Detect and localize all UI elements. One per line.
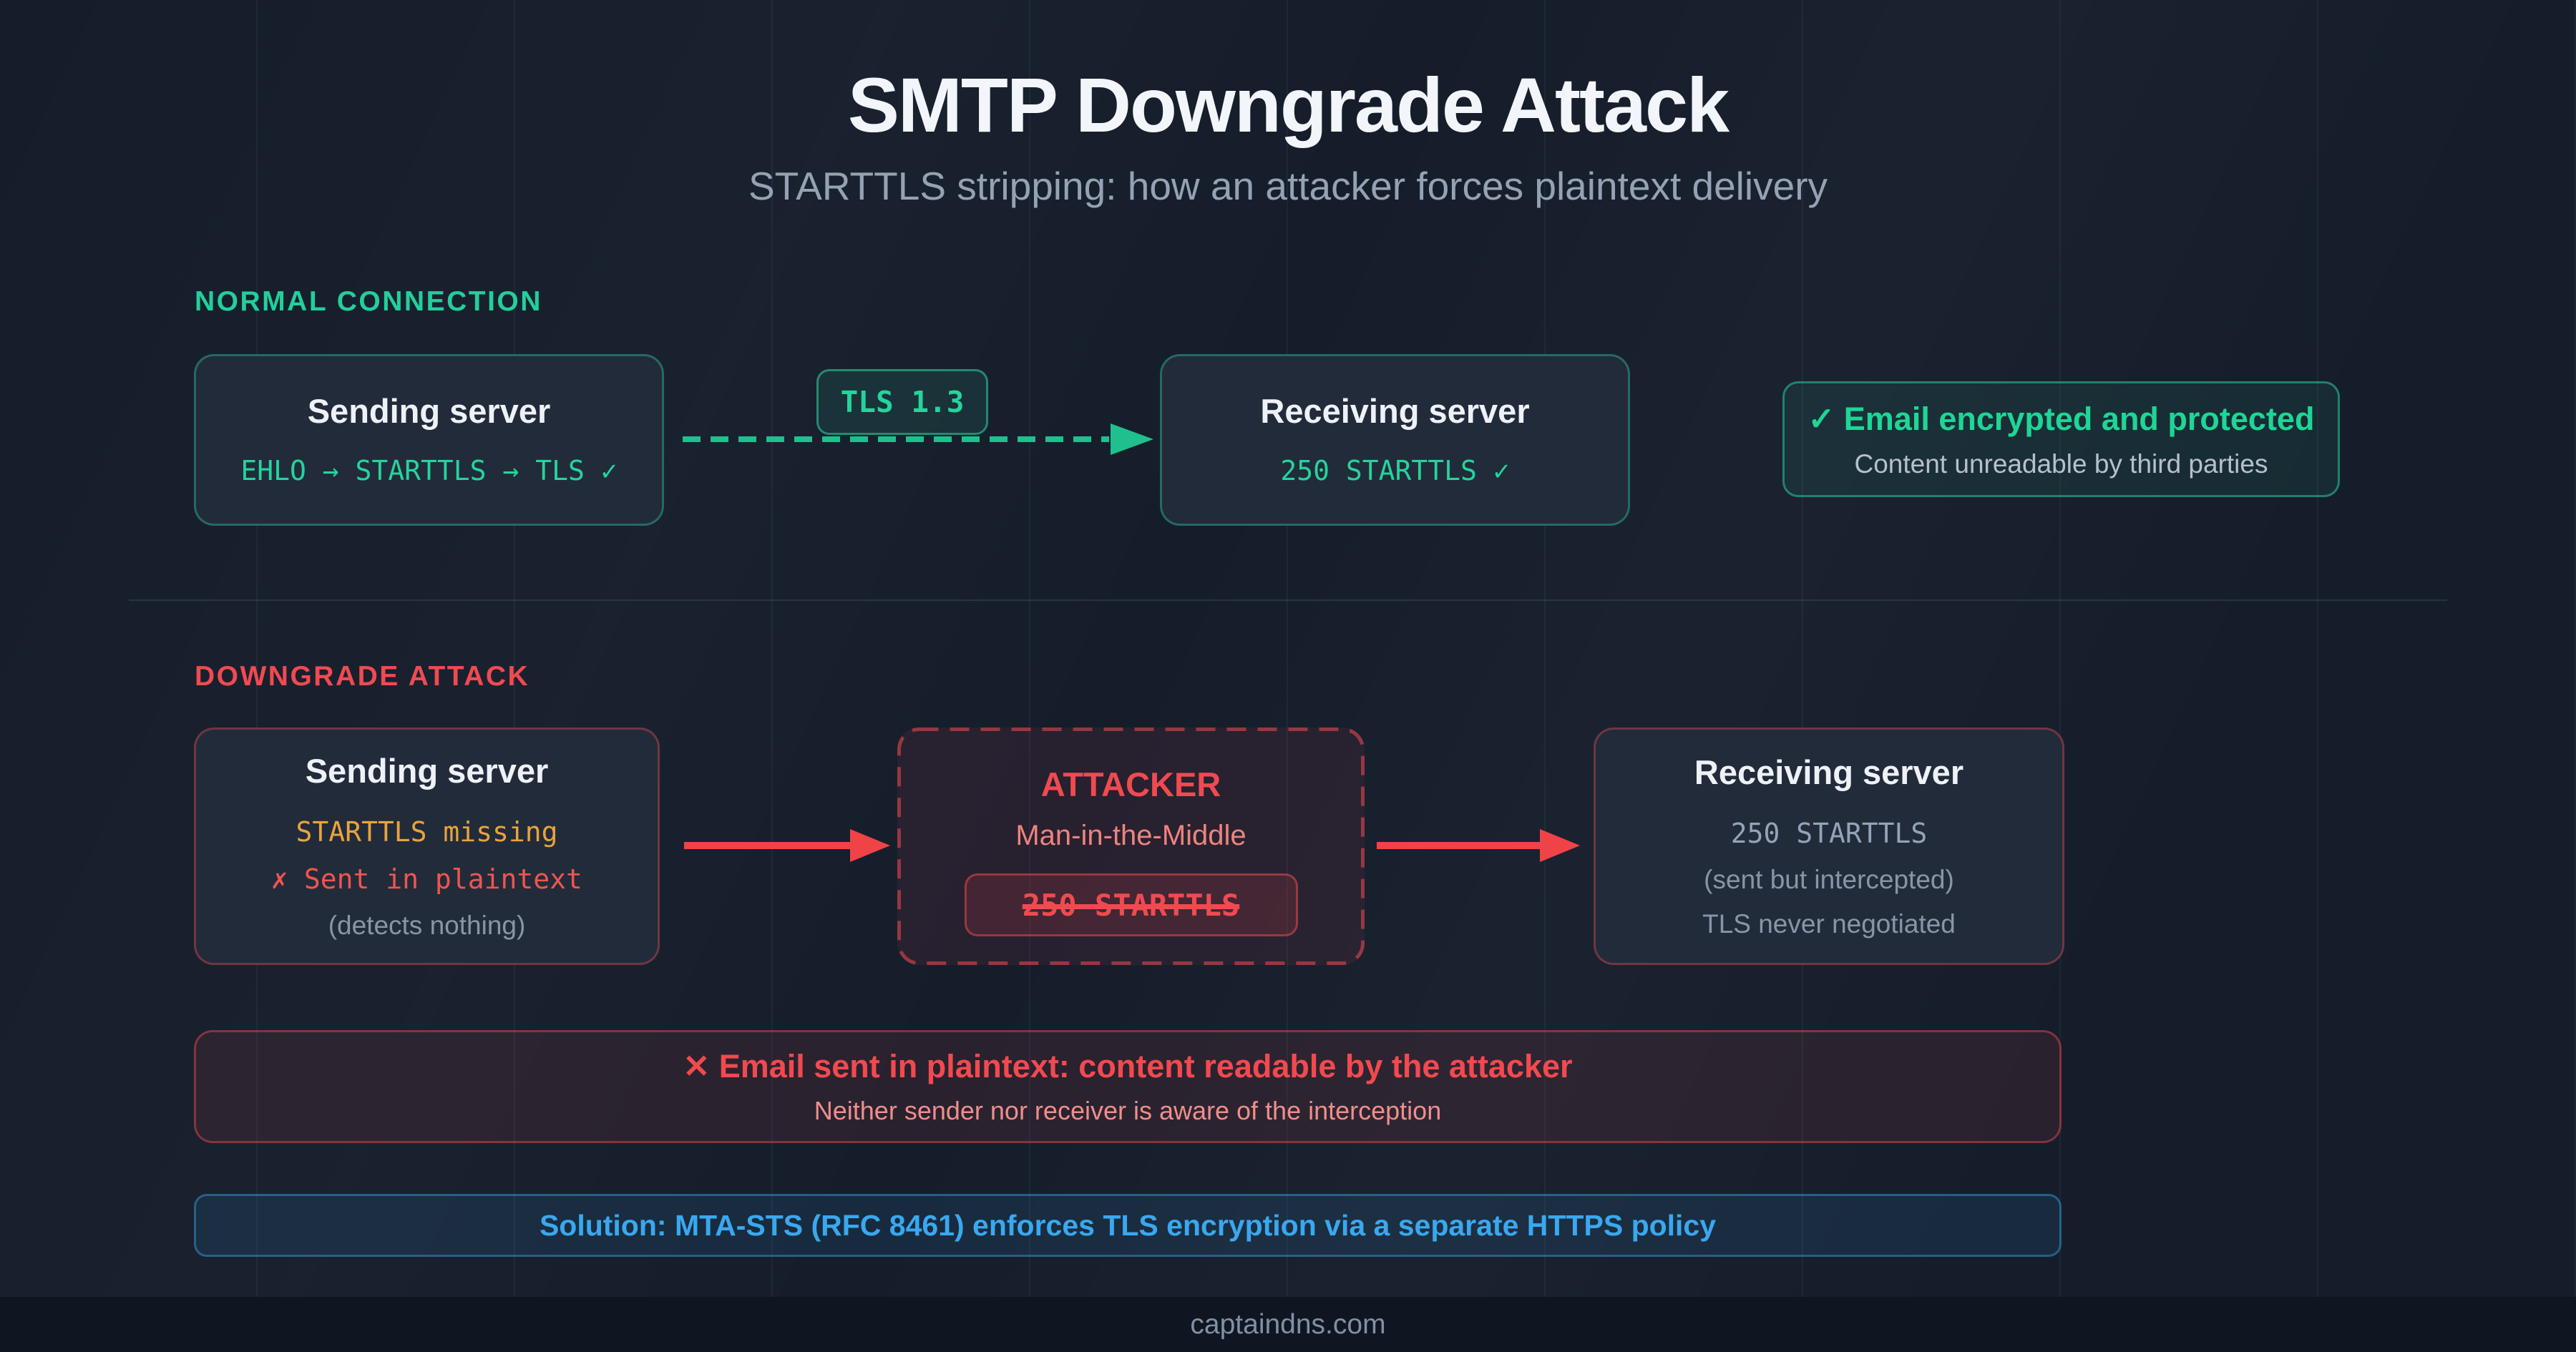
normal-sending-server-detail: EHLO → STARTTLS → TLS ✓ — [240, 455, 618, 487]
page-subtitle: STARTTLS stripping: how an attacker forc… — [748, 164, 1828, 208]
mta-sts-solution-banner: Solution: MTA-STS (RFC 8461) enforces TL… — [194, 1194, 2062, 1257]
footer-site-name: captaindns.com — [1190, 1308, 1386, 1340]
attack-receiving-line-intercepted: (sent but intercepted) — [1704, 864, 1954, 894]
attack-arrow-right-icon — [1377, 829, 1580, 862]
section-label-normal-connection: NORMAL CONNECTION — [195, 286, 542, 317]
check-icon: ✓ — [1807, 400, 1835, 437]
plaintext-warning-subtitle: Neither sender nor receiver is aware of … — [814, 1096, 1442, 1125]
attack-receiving-line-tls-never: TLS never negotiated — [1702, 908, 1956, 939]
tls-version-badge: TLS 1.3 — [816, 369, 988, 435]
attack-arrow-left-icon — [684, 829, 890, 862]
attack-receiving-line-250-starttls: 250 STARTTLS — [1730, 818, 1928, 850]
stripped-starttls-badge-text: 250 STARTTLS — [1022, 887, 1240, 923]
attacker-box: ATTACKER Man-in-the-Middle 250 STARTTLS — [897, 728, 1365, 965]
encrypted-status-box: ✓ Email encrypted and protected Content … — [1782, 381, 2340, 497]
attack-sending-line-detects-nothing: (detects nothing) — [328, 910, 526, 940]
section-label-downgrade-attack: DOWNGRADE ATTACK — [195, 661, 530, 692]
plaintext-warning-banner: ✕ Email sent in plaintext: content reada… — [194, 1030, 2062, 1143]
attack-sending-line-plaintext: ✗ Sent in plaintext — [271, 863, 582, 896]
normal-receiving-server-title: Receiving server — [1260, 392, 1530, 431]
attack-receiving-server-box: Receiving server 250 STARTTLS (sent but … — [1594, 728, 2064, 965]
attacker-subtitle: Man-in-the-Middle — [1015, 820, 1246, 851]
attack-sending-server-box: Sending server STARTTLS missing ✗ Sent i… — [194, 728, 660, 965]
mta-sts-solution-text: Solution: MTA-STS (RFC 8461) enforces TL… — [539, 1208, 1717, 1242]
footer-strip: captaindns.com — [0, 1297, 2576, 1352]
cross-icon: ✕ — [683, 1048, 711, 1084]
attacker-box-dashed-border — [897, 728, 1365, 965]
attack-sending-line-starttls-missing: STARTTLS missing — [296, 816, 558, 848]
encrypted-status-subtitle: Content unreadable by third parties — [1854, 449, 2268, 479]
normal-receiving-server-box: Receiving server 250 STARTTLS ✓ — [1160, 354, 1630, 526]
plaintext-warning-title-text: Email sent in plaintext: content readabl… — [718, 1048, 1573, 1084]
normal-sending-server-title: Sending server — [307, 392, 551, 431]
tls-dashed-arrow-icon — [683, 423, 1153, 455]
plaintext-warning-title: ✕ Email sent in plaintext: content reada… — [683, 1047, 1572, 1085]
attack-receiving-server-title: Receiving server — [1694, 753, 1964, 792]
attack-sending-server-title: Sending server — [305, 752, 549, 790]
attacker-title: ATTACKER — [1040, 765, 1221, 803]
stripped-starttls-badge: 250 STARTTLS — [964, 873, 1298, 936]
page-title: SMTP Downgrade Attack — [847, 62, 1729, 148]
section-divider — [129, 599, 2447, 601]
normal-receiving-server-detail: 250 STARTTLS ✓ — [1280, 455, 1510, 487]
encrypted-status-title-text: Email encrypted and protected — [1843, 400, 2315, 437]
normal-sending-server-box: Sending server EHLO → STARTTLS → TLS ✓ — [194, 354, 664, 526]
encrypted-status-title: ✓ Email encrypted and protected — [1808, 400, 2315, 438]
